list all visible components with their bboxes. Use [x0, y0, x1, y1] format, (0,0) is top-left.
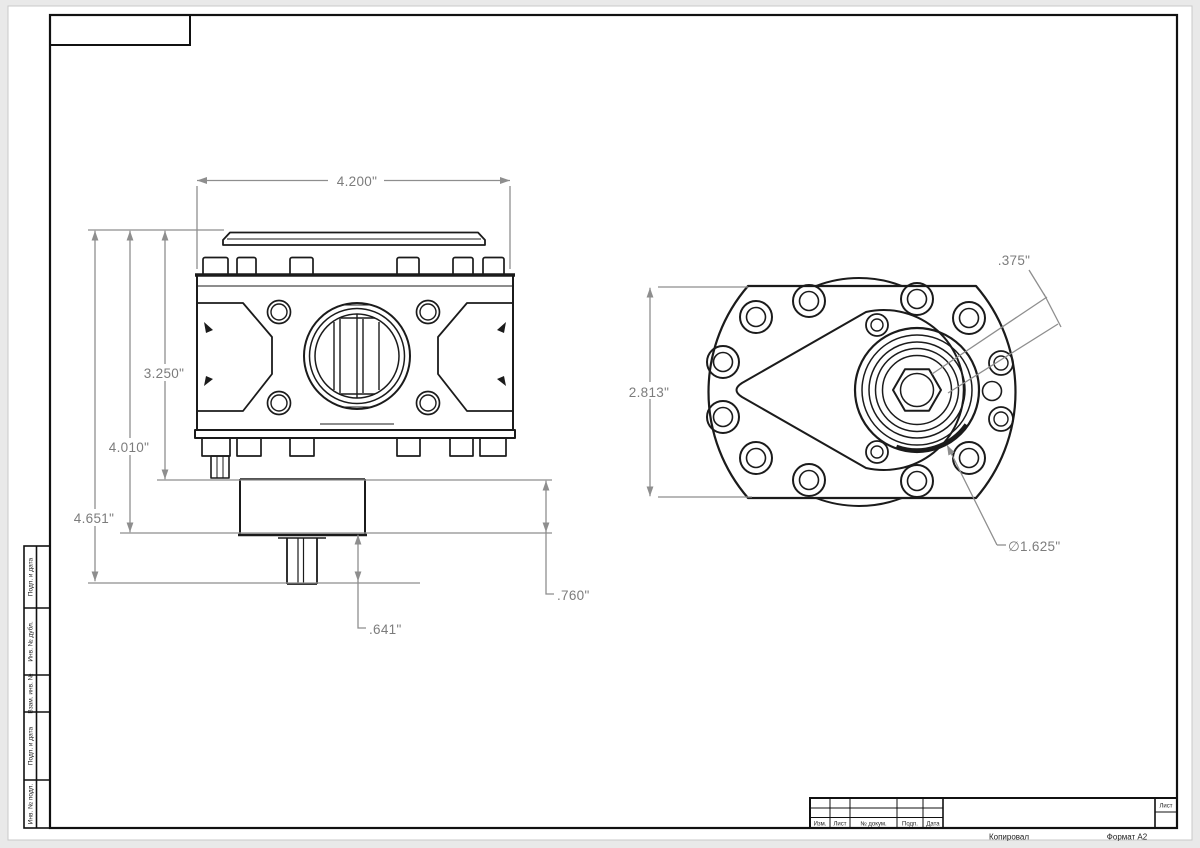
flange-tabs — [201, 437, 507, 457]
center-hub — [853, 326, 981, 454]
dim-front-boss: ∅1.625" — [1008, 539, 1060, 554]
strip-label-inv-podl: Инв. № подл. — [28, 784, 35, 825]
paper — [7, 5, 1193, 841]
body-bolt-holes — [266, 299, 441, 416]
front-view-dimensions — [624, 269, 1062, 546]
front-view-dimension-labels: 2.813" .375" ∅1.625" — [629, 253, 1060, 554]
dim-side-h1: 3.250" — [144, 366, 184, 381]
shaft-hex-nut — [892, 368, 942, 412]
right-edge-fittings — [981, 350, 1014, 432]
side-view — [194, 231, 516, 585]
rotor-vanes — [333, 314, 380, 398]
dim-side-h3: 4.651" — [74, 511, 114, 526]
front-bolt-holes — [706, 282, 986, 498]
stamp-col-doc: № докум. — [860, 821, 887, 828]
dim-front-height: 2.813" — [629, 385, 669, 400]
dim-side-width: 4.200" — [337, 174, 377, 189]
output-shaft — [278, 537, 326, 585]
corner-reference-box — [49, 14, 191, 46]
sheet-frame — [48, 13, 1179, 830]
stamp-col-date: Дата — [926, 822, 940, 828]
lower-housing — [238, 478, 367, 537]
top-cover — [222, 231, 486, 246]
drain-fitting — [210, 455, 230, 479]
rib-bolts — [865, 313, 889, 464]
strip-label-sign-date-2: Подп. и дата — [28, 726, 35, 765]
strip-label-inv-dupl: Инв. № дубл. — [27, 621, 35, 661]
stamp-col-sign: Подп. — [902, 822, 918, 828]
stamp-col-sheet: Лист — [833, 822, 846, 828]
title-block: Изм. Лист № докум. Подп. Дата Лист Копир… — [809, 797, 1178, 842]
side-view-dimensions — [69, 172, 554, 629]
right-v-notch — [437, 302, 513, 412]
dim-front-hex: .375" — [998, 253, 1031, 268]
dim-side-lower: .760" — [557, 588, 590, 603]
strip-label-sign-date-1: Подп. и дата — [28, 557, 35, 596]
format-label: Формат А2 — [1107, 833, 1148, 842]
dim-side-shaft: .641" — [369, 622, 402, 637]
left-frame-strip: Подп. и дата Инв. № дубл. Взам. инв. № П… — [23, 545, 51, 829]
dim-side-h2: 4.010" — [109, 440, 149, 455]
side-view-dimension-labels: 4.200" 3.250" 4.010" 4.651" .641" .760" — [74, 174, 590, 637]
strip-label-vzam-inv: Взам. инв. № — [28, 673, 35, 713]
left-v-notch — [197, 302, 273, 412]
stamp-col-rev: Изм. — [814, 822, 827, 828]
center-port — [303, 302, 411, 410]
stamp-sheet-cell: Лист — [1159, 804, 1172, 810]
front-flange-plate — [707, 284, 1017, 500]
copied-label: Копировал — [989, 833, 1029, 842]
flange-plate — [194, 429, 516, 439]
front-view — [706, 277, 1017, 507]
